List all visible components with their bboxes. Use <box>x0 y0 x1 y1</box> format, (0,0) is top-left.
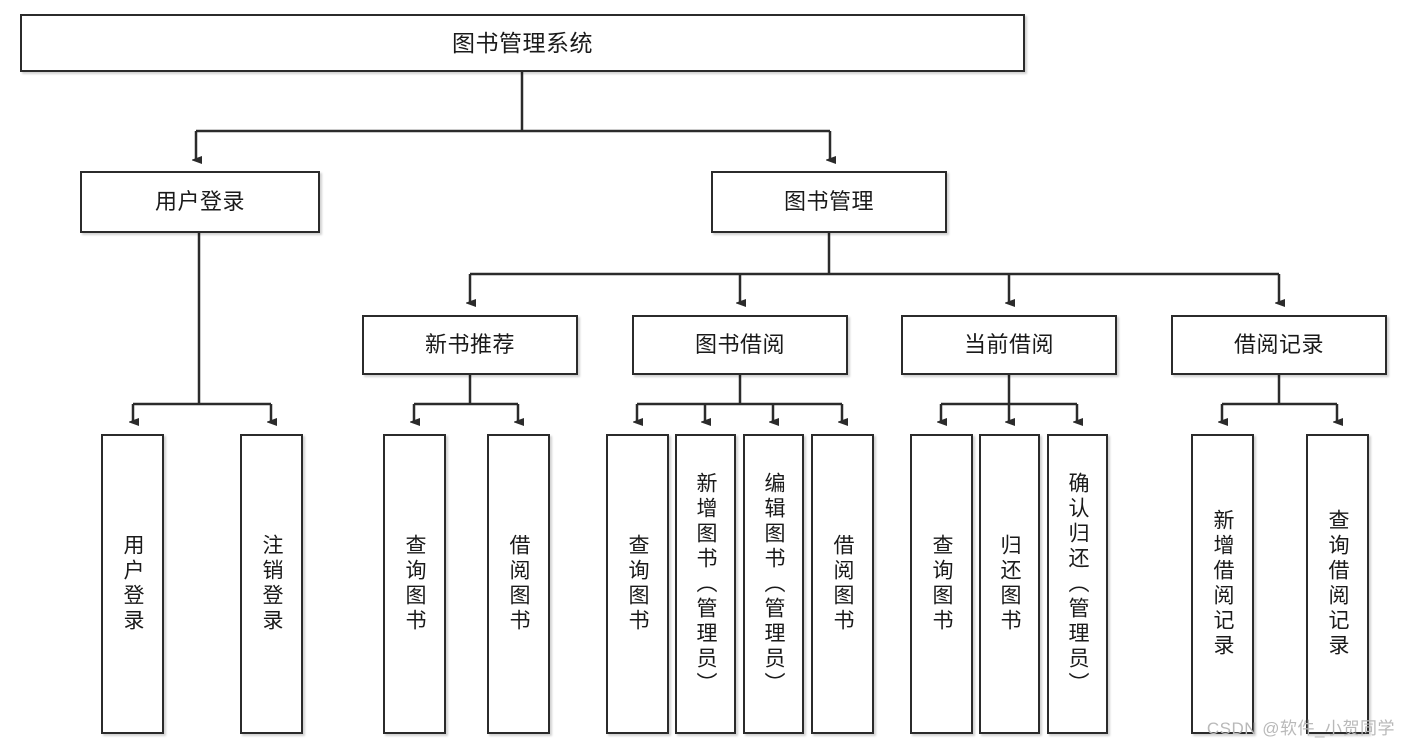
leaf-confirm-return[interactable]: 确认归还（管理员） <box>1047 434 1108 734</box>
node-label: 借阅图书 <box>831 534 854 634</box>
node-book-management[interactable]: 图书管理 <box>711 171 947 233</box>
node-label: 新增图书（管理员） <box>694 471 717 697</box>
leaf-borrow-book[interactable]: 借阅图书 <box>811 434 874 734</box>
node-label: 注销登录 <box>260 534 283 634</box>
node-label: 用户登录 <box>121 534 144 634</box>
node-label: 查询图书 <box>930 534 953 634</box>
node-label: 查询图书 <box>403 534 426 634</box>
node-borrow-record[interactable]: 借阅记录 <box>1171 315 1387 375</box>
watermark-text: CSDN @软件_小贺同学 <box>1206 719 1395 738</box>
node-label: 图书管理系统 <box>452 29 593 56</box>
leaf-query-book-current[interactable]: 查询图书 <box>910 434 973 734</box>
node-label: 查询借阅记录 <box>1326 509 1349 659</box>
node-label: 图书管理 <box>783 189 874 215</box>
node-label: 借阅记录 <box>1233 332 1324 358</box>
node-label: 图书借阅 <box>694 332 785 358</box>
leaf-add-borrow-record[interactable]: 新增借阅记录 <box>1191 434 1254 734</box>
node-current-borrow[interactable]: 当前借阅 <box>901 315 1117 375</box>
leaf-return-book[interactable]: 归还图书 <box>979 434 1040 734</box>
leaf-query-book-borrow[interactable]: 查询图书 <box>606 434 669 734</box>
node-new-book-recommend[interactable]: 新书推荐 <box>362 315 578 375</box>
leaf-logout-login[interactable]: 注销登录 <box>240 434 303 734</box>
node-book-management-system[interactable]: 图书管理系统 <box>20 14 1025 72</box>
node-label: 借阅图书 <box>507 534 530 634</box>
leaf-query-book-recommend[interactable]: 查询图书 <box>383 434 446 734</box>
node-label: 归还图书 <box>998 534 1021 634</box>
node-label: 编辑图书（管理员） <box>762 471 785 697</box>
leaf-edit-book[interactable]: 编辑图书（管理员） <box>743 434 804 734</box>
node-label: 确认归还（管理员） <box>1066 471 1089 697</box>
leaf-query-borrow-record[interactable]: 查询借阅记录 <box>1306 434 1369 734</box>
node-label: 查询图书 <box>626 534 649 634</box>
node-label: 新书推荐 <box>424 332 515 358</box>
node-label: 新增借阅记录 <box>1211 509 1234 659</box>
leaf-add-book[interactable]: 新增图书（管理员） <box>675 434 736 734</box>
node-label: 用户登录 <box>154 189 245 215</box>
leaf-user-login[interactable]: 用户登录 <box>101 434 164 734</box>
leaf-borrow-book-recommend[interactable]: 借阅图书 <box>487 434 550 734</box>
node-label: 当前借阅 <box>963 332 1054 358</box>
node-book-borrow[interactable]: 图书借阅 <box>632 315 848 375</box>
node-user-login[interactable]: 用户登录 <box>80 171 320 233</box>
